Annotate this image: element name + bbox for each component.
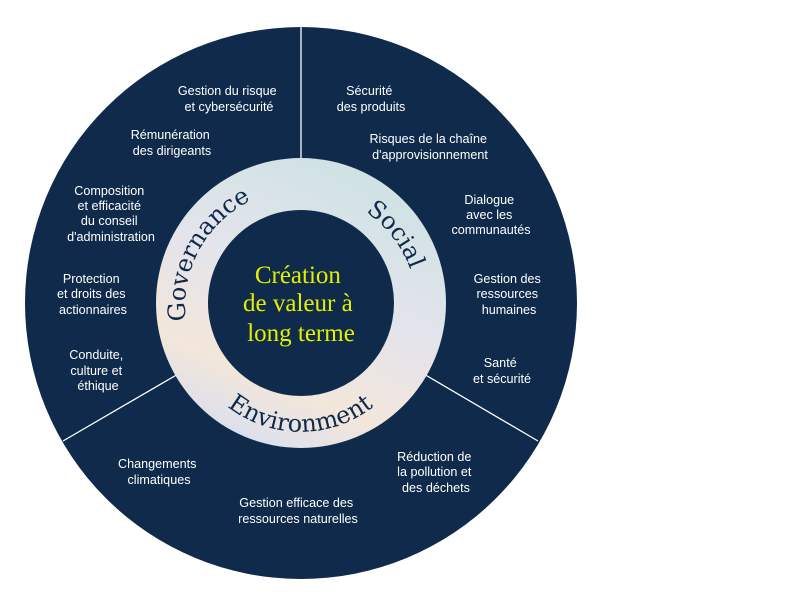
item-health-safety: Santé et sécurité [473,356,531,386]
item-board-composition: Composition et efficacité du conseil d'a… [67,184,155,244]
center-title-line: Création [255,262,342,289]
center-title-line: de valeur à [243,290,353,317]
item-conduct-ethics: Conduite, culture et éthique [69,348,126,393]
center-title: Création de valeur à long terme [243,262,359,347]
item-risk-cybersecurity: Gestion du risque et cybersécurité [178,84,280,114]
item-shareholder-rights: Protection et droits des actionnaires [57,272,129,317]
item-human-resources: Gestion des ressources humaines [474,272,545,317]
center-disc [208,210,394,396]
item-executive-compensation: Rémunération des dirigeants [131,128,214,158]
center-title-line: long terme [247,320,355,347]
divider-lower-right [416,369,539,442]
item-natural-resources: Gestion efficace des ressources naturell… [238,496,358,526]
item-pollution-reduction: Réduction de la pollution et des déchets [397,450,475,495]
divider-lower-left [62,369,186,442]
item-supply-chain: Risques de la chaîne d'approvisionnement [369,132,490,162]
item-product-safety: Sécurité des produits [337,84,406,114]
item-community-dialogue: Dialogue avec les communautés [451,193,530,237]
item-climate-change: Changements climatiques [118,457,200,487]
